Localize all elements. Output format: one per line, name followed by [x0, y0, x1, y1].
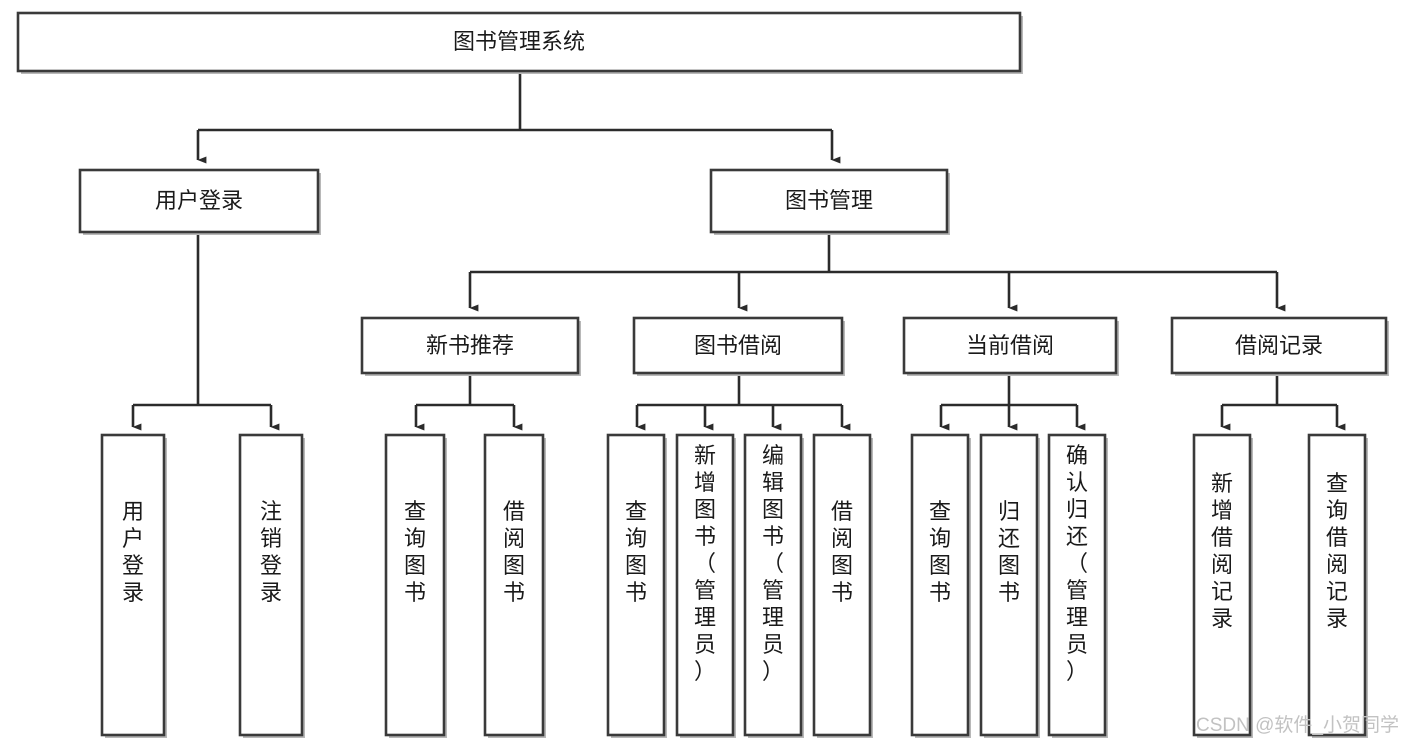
node-leaf-logout-box	[238, 433, 304, 737]
node-root[interactable]: 图书管理系统	[16, 11, 1023, 74]
node-leaf-logout-label: 注销登录	[260, 499, 282, 605]
node-leaf-query-book-1-label: 查询图书	[404, 499, 426, 605]
node-leaf-add-book-label: 新增图书（管理员）	[694, 443, 716, 684]
node-current-borrow[interactable]: 当前借阅	[902, 316, 1119, 376]
node-book-borrow-label: 图书借阅	[694, 333, 782, 358]
connector-current-borrow-children	[939, 373, 1086, 431]
connector-user-login-children	[131, 233, 280, 431]
node-leaf-borrow-book-1[interactable]: 借阅图书	[483, 433, 546, 738]
node-current-borrow-box	[902, 316, 1118, 375]
node-book-borrow-box	[632, 316, 844, 375]
node-leaf-user-login-label: 用户登录	[122, 499, 144, 605]
node-borrow-record-box	[1170, 316, 1388, 375]
node-book-management-box	[709, 168, 949, 234]
node-leaf-return-book-label: 归还图书	[998, 499, 1020, 605]
node-leaf-borrow-book-2[interactable]: 借阅图书	[812, 433, 873, 738]
node-leaf-edit-book-box	[743, 433, 803, 737]
node-leaf-borrow-book-1-label: 借阅图书	[503, 499, 525, 605]
node-leaf-confirm-return-box	[1047, 433, 1107, 737]
connector-book-management-children	[468, 233, 1286, 312]
node-leaf-query-book-3-box	[910, 433, 970, 737]
node-root-label: 图书管理系统	[453, 29, 585, 54]
node-user-login-label: 用户登录	[155, 188, 243, 213]
connector-root-to-level2	[196, 72, 841, 164]
node-leaf-add-record-label: 新增借阅记录	[1211, 471, 1233, 631]
node-leaf-query-book-3-label: 查询图书	[929, 499, 951, 605]
node-borrow-record-label: 借阅记录	[1235, 333, 1323, 358]
node-borrow-record[interactable]: 借阅记录	[1170, 316, 1389, 376]
node-leaf-confirm-return-label: 确认归还（管理员）	[1066, 443, 1088, 684]
node-leaf-logout[interactable]: 注销登录	[238, 433, 305, 738]
node-new-book-recommend-label: 新书推荐	[426, 333, 514, 358]
node-leaf-query-book-2-label: 查询图书	[625, 499, 647, 605]
node-leaf-confirm-return[interactable]: 确认归还（管理员）	[1047, 433, 1108, 738]
node-leaf-borrow-book-2-box	[812, 433, 872, 737]
node-leaf-return-book[interactable]: 归还图书	[979, 433, 1040, 738]
node-leaf-query-book-1[interactable]: 查询图书	[384, 433, 447, 738]
node-leaf-edit-book[interactable]: 编辑图书（管理员）	[743, 433, 804, 738]
node-leaf-query-book-2[interactable]: 查询图书	[606, 433, 667, 738]
node-leaf-user-login-box	[100, 433, 166, 737]
node-leaf-add-record-box	[1192, 433, 1252, 737]
node-current-borrow-label: 当前借阅	[966, 333, 1054, 358]
connector-borrow-record-children	[1220, 373, 1346, 431]
node-leaf-user-login[interactable]: 用户登录	[100, 433, 167, 738]
node-leaf-borrow-book-2-label: 借阅图书	[831, 499, 853, 605]
node-new-book-recommend-box	[360, 316, 580, 375]
connector-new-book-recommend-children	[414, 373, 523, 431]
node-leaf-return-book-box	[979, 433, 1039, 737]
node-user-login[interactable]: 用户登录	[78, 168, 321, 235]
node-leaf-query-book-3[interactable]: 查询图书	[910, 433, 971, 738]
node-book-borrow[interactable]: 图书借阅	[632, 316, 845, 376]
node-leaf-query-record-label: 查询借阅记录	[1326, 471, 1348, 631]
node-leaf-query-book-2-box	[606, 433, 666, 737]
node-leaf-edit-book-label: 编辑图书（管理员）	[762, 443, 784, 684]
node-user-login-box	[78, 168, 320, 234]
csdn-watermark: CSDN @软件_小贺同学	[1196, 714, 1399, 736]
node-leaf-add-book-box	[675, 433, 735, 737]
node-leaf-query-record[interactable]: 查询借阅记录	[1307, 433, 1368, 738]
node-leaf-borrow-book-1-box	[483, 433, 545, 737]
connector-layer	[131, 72, 1346, 431]
node-root-box	[16, 11, 1022, 73]
node-leaf-query-record-box	[1307, 433, 1367, 737]
node-leaf-add-book[interactable]: 新增图书（管理员）	[675, 433, 736, 738]
node-book-management[interactable]: 图书管理	[709, 168, 950, 235]
connector-book-borrow-children	[635, 373, 851, 431]
node-book-management-label: 图书管理	[785, 188, 873, 213]
node-leaf-query-book-1-box	[384, 433, 446, 737]
node-new-book-recommend[interactable]: 新书推荐	[360, 316, 581, 376]
node-leaf-add-record[interactable]: 新增借阅记录	[1192, 433, 1253, 738]
